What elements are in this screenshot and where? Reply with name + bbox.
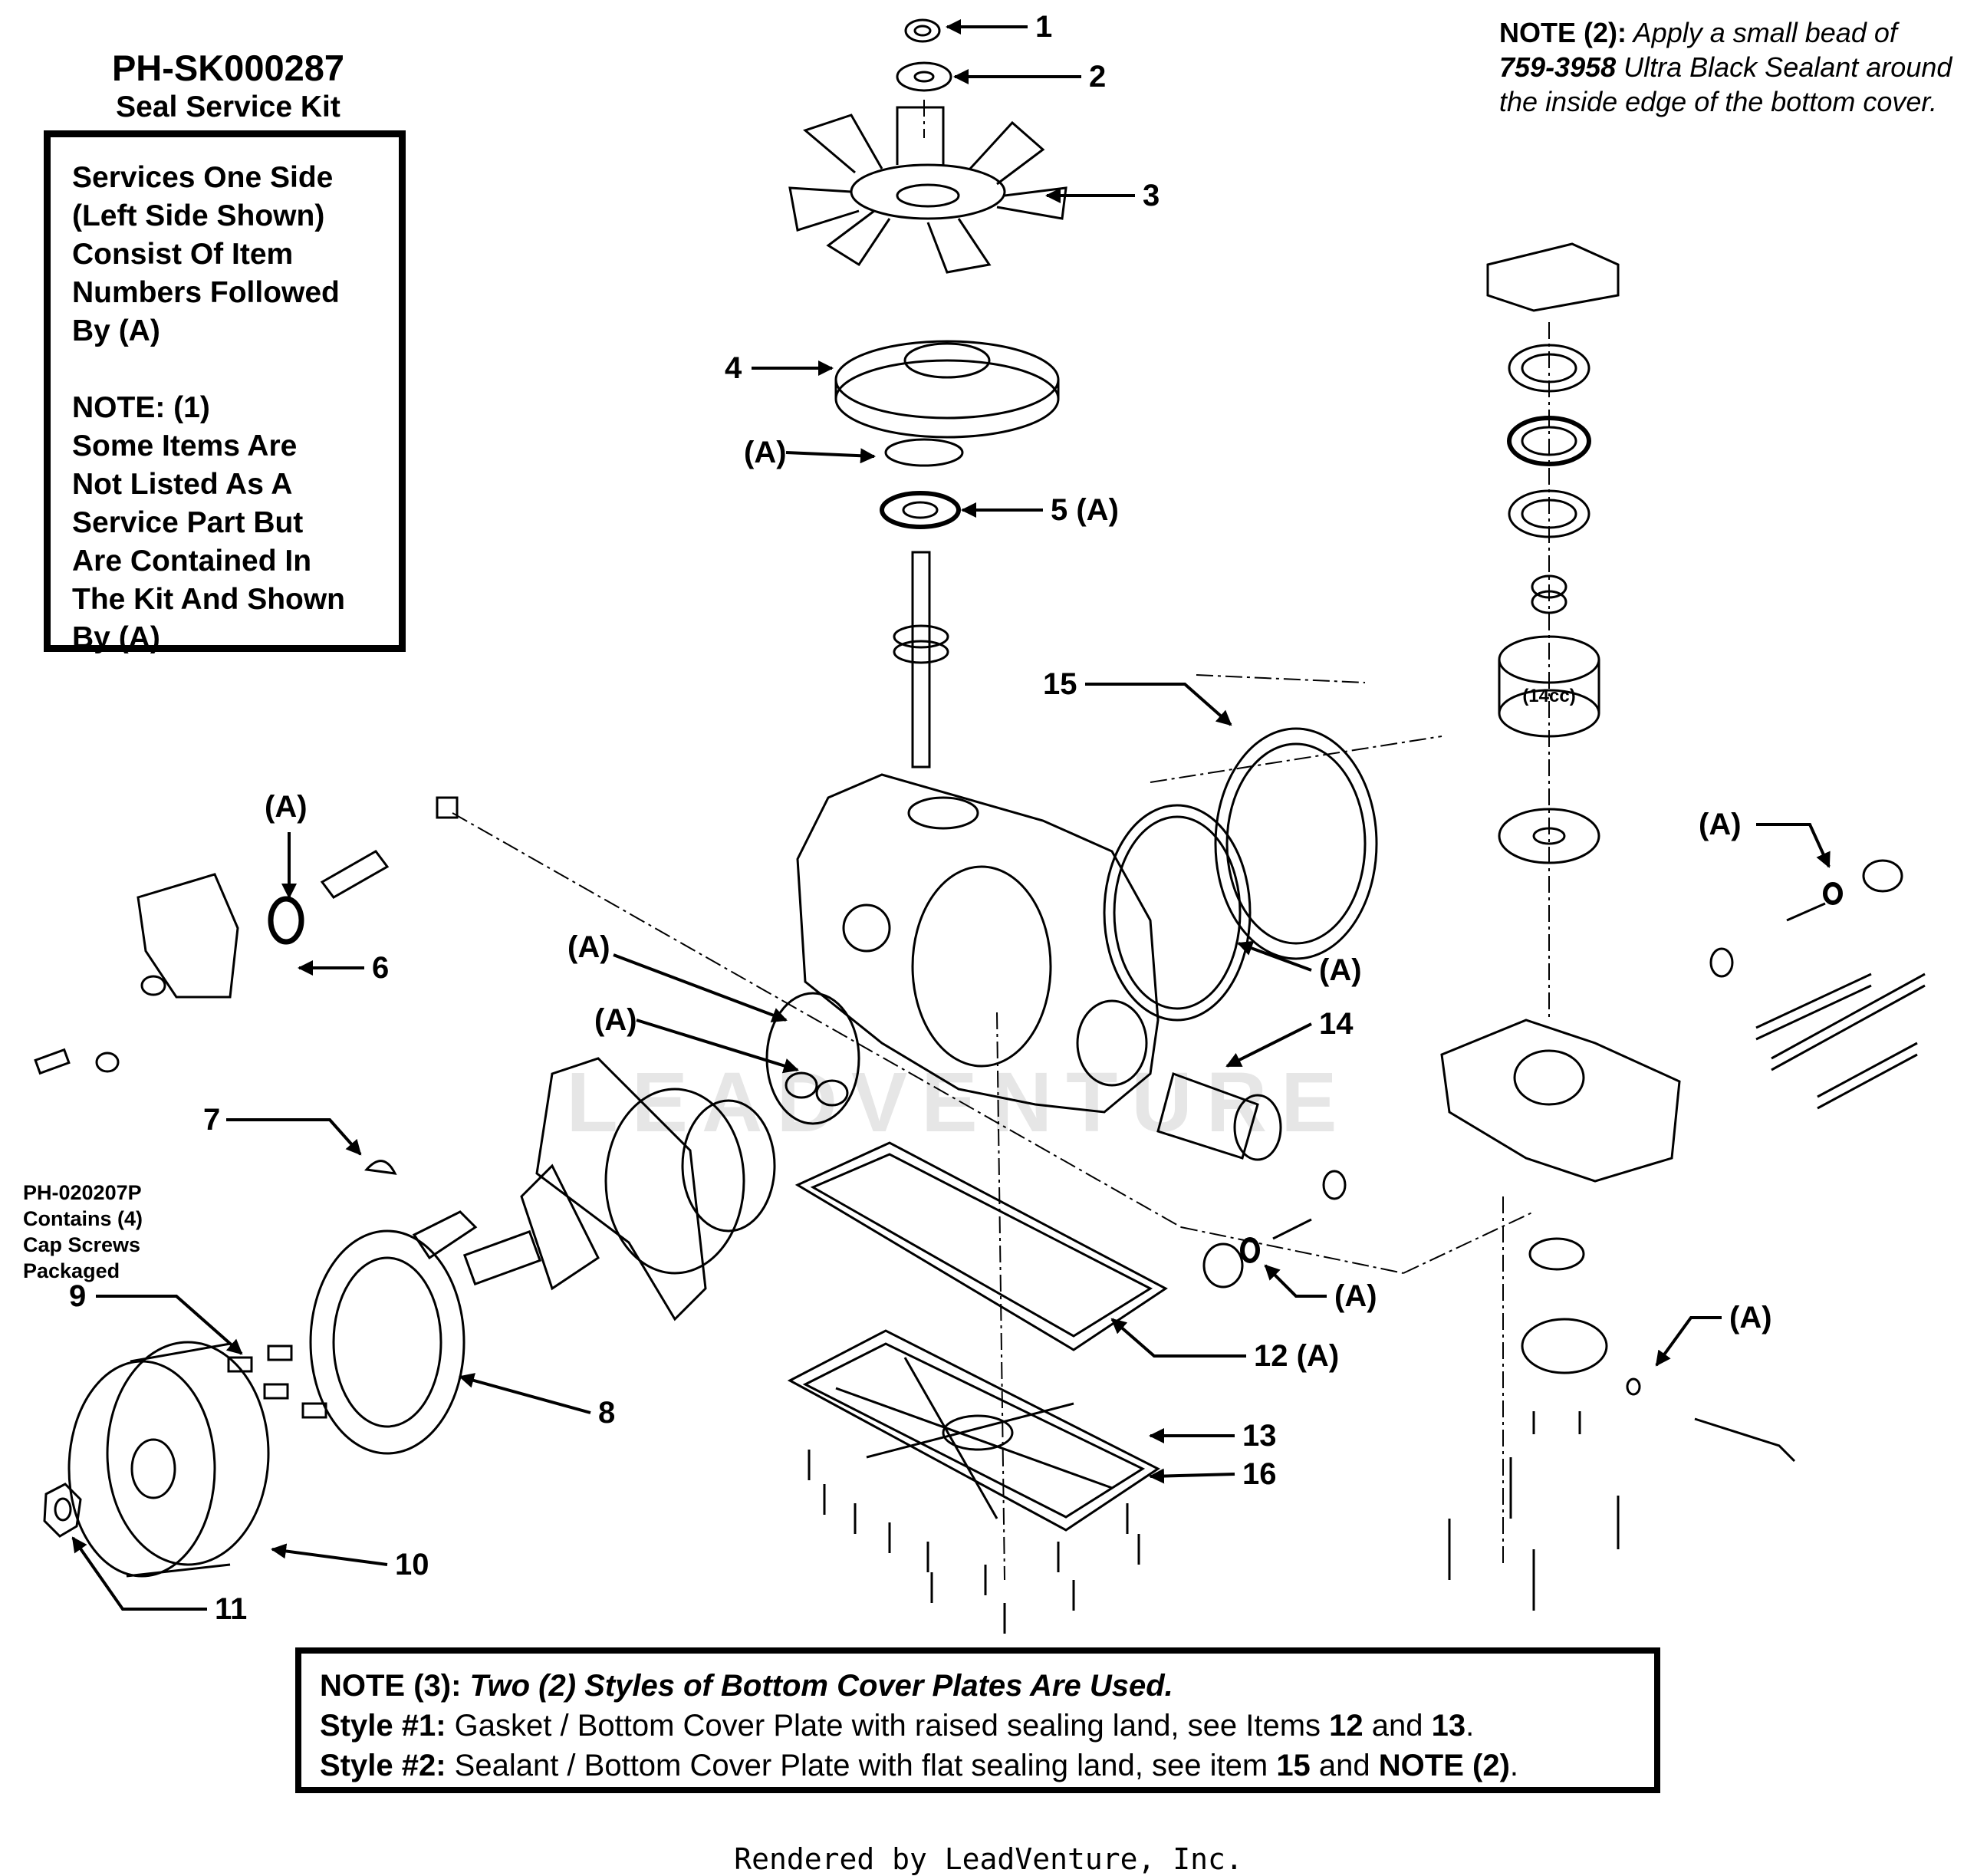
note2-label: NOTE (2): [1499,17,1627,48]
side-cover-gasket-part [1103,804,1252,1022]
style1-label: Style #1: [320,1709,446,1743]
cover-screw-parts [808,1450,1140,1634]
style2-end: . [1509,1749,1519,1782]
style2-and: and [1310,1749,1379,1782]
callout-2: 2 [1089,60,1106,94]
retaining-ring-part [884,438,964,467]
woodruff-key-part [364,1160,397,1175]
note2-text-b: Ultra Black Sealant around the inside ed… [1499,51,1952,117]
callout-11: 11 [215,1592,247,1626]
pump-parts-stack [1486,242,1620,864]
note2-part-number: 759-3958 [1499,51,1617,83]
center-section-part [1440,1019,1681,1183]
fan-part [788,106,1067,274]
style1-item-12: 12 [1329,1709,1364,1743]
note2: NOTE (2): Apply a small bead of 759-3958… [1499,15,1959,119]
brake-drum-part [67,1341,270,1578]
callout-1: 1 [1035,10,1052,44]
callout-a-cover-gasket: (A) [1319,953,1362,987]
callout-a-oring-large: (A) [567,930,610,964]
callout-7: 7 [203,1103,220,1137]
callout-a-right-seal: (A) [1699,808,1742,841]
callout-10: 10 [395,1548,429,1581]
note2-text-a: Apply a small bead of [1627,17,1897,48]
transaxle-housing-part [796,773,1160,1114]
style2-text: Sealant / Bottom Cover Plate with flat s… [446,1749,1277,1782]
callout-a-ring: (A) [744,436,787,469]
callout-a-pump-oring: (A) [1729,1301,1772,1335]
note3-heading: Two (2) Styles of Bottom Cover Plates Ar… [461,1669,1173,1703]
style1-text: Gasket / Bottom Cover Plate with raised … [446,1709,1330,1743]
brake-assembly-part [309,1210,478,1455]
callout-15: 15 [1043,667,1077,701]
style2-label: Style #2: [320,1749,446,1782]
kit-subtitle: Seal Service Kit [116,91,340,123]
leader-arrows [71,19,1831,1611]
style2-item-15: 15 [1276,1749,1311,1782]
callout-a-arm-seal: (A) [265,790,308,824]
style1-and: and [1363,1709,1432,1743]
callout-3: 3 [1143,179,1160,212]
cap-screw-parts [227,1344,327,1419]
kit-info-box: Services One Side (Left Side Shown) Cons… [44,130,406,654]
style2-note-ref: NOTE (2) [1378,1749,1510,1782]
callout-16: 16 [1242,1457,1277,1491]
note3-label: NOTE (3): [320,1669,462,1703]
note3-heading-line: NOTE (3): Two (2) Styles of Bottom Cover… [320,1666,1636,1706]
note3-style2-line: Style #2: Sealant / Bottom Cover Plate w… [320,1746,1636,1785]
axle-hub-part [462,1057,776,1321]
callout-a-oring-small: (A) [594,1003,637,1037]
bottom-cover-part [787,1329,1160,1532]
o-ring-parts [765,992,860,1125]
control-arm-part [34,796,459,1075]
filter-part [1156,1072,1282,1161]
input-shaft-part [893,551,949,769]
callout-6: 6 [372,951,389,985]
style1-item-13: 13 [1431,1709,1466,1743]
callout-4: 4 [725,351,742,385]
side-cover-part [1214,727,1378,960]
cap-screw-package-note: PH-020207P Contains (4) Cap Screws Packa… [23,1181,143,1282]
kit-part-number: PH-SK000287 [111,48,345,88]
nut-part [904,18,941,43]
kit-description: Services One Side (Left Side Shown) Cons… [72,161,340,347]
callout-8: 8 [598,1396,615,1430]
callout-5: 5 (A) [1051,493,1119,527]
note1-heading: NOTE: (1) [72,391,210,424]
callout-14: 14 [1319,1007,1354,1041]
callout-9: 9 [69,1279,86,1313]
pulley-part [834,340,1060,439]
center-lines [452,100,1550,1581]
note3-style1-line: Style #1: Gasket / Bottom Cover Plate wi… [320,1706,1636,1746]
footer-credit: Rendered by LeadVenture, Inc. [734,1842,1243,1876]
valve-and-bolt-parts [1202,859,1926,1611]
bottom-gasket-part [794,1141,1168,1351]
note3-box: NOTE (3): Two (2) Styles of Bottom Cover… [295,1647,1660,1793]
note1-text: Some Items Are Not Listed As A Service P… [72,430,346,654]
seal-part [880,491,961,529]
callout-12: 12 (A) [1254,1339,1339,1373]
washer-part [896,61,952,92]
pump-displacement-label: (14cc) [1522,686,1575,706]
style1-end: . [1465,1709,1475,1743]
callout-13: 13 [1242,1419,1277,1453]
hex-nut-part [43,1483,82,1538]
callout-a-valve-seal: (A) [1334,1279,1377,1313]
watermark: LEADVENTURE [566,1055,1350,1150]
